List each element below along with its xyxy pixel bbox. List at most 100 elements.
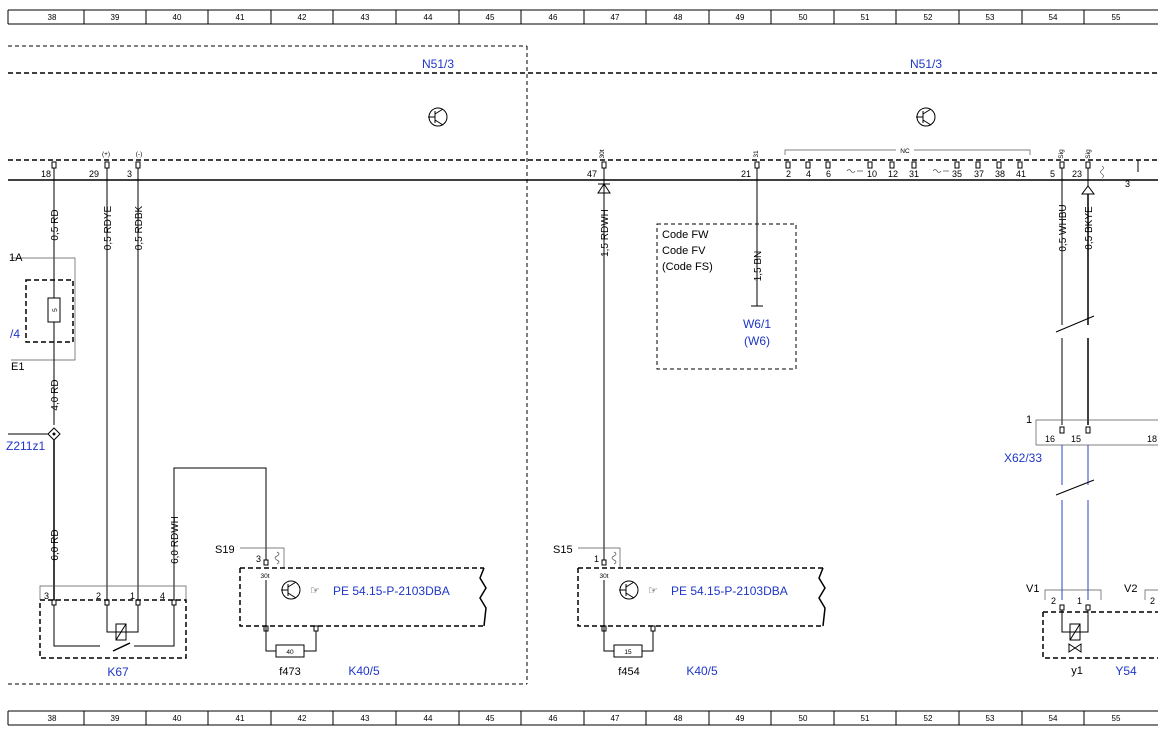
connector-x62-33-label[interactable]: X62/33: [1004, 451, 1042, 465]
wire-4-0-rd: 4,0 RD: [50, 379, 61, 410]
ground-w6[interactable]: (W6): [744, 334, 770, 348]
ruler-43: 43: [361, 13, 370, 22]
transistor-icon: [916, 107, 936, 127]
ruler-52: 52: [924, 13, 933, 22]
fuse-f454-label: f454: [618, 666, 639, 678]
valve-coil-icon: [1069, 623, 1081, 641]
x62-pin-18: 18: [1147, 434, 1157, 444]
nc-label: NC: [900, 148, 910, 155]
v1-pin-1: 1: [1077, 596, 1082, 606]
ruler-50: 50: [799, 714, 808, 723]
k40-5-left[interactable]: K40/5: [348, 664, 380, 678]
ruler-44: 44: [424, 714, 433, 723]
ruler-38: 38: [48, 13, 57, 22]
relay-k67: [39, 599, 187, 659]
fuse-40-label: 40: [286, 649, 294, 656]
ruler-53: 53: [986, 714, 995, 723]
pe-ref-left[interactable]: PE 54.15-P-2103DBA: [333, 584, 450, 598]
wire-6-0-rdwh: 6,0 RDWH: [170, 516, 181, 564]
ruler-49: 49: [736, 714, 745, 723]
ruler-50: 50: [799, 13, 808, 22]
transistor-icon: [619, 580, 639, 600]
pin-35: 35: [952, 169, 962, 179]
relay-k67-label[interactable]: K67: [107, 665, 129, 679]
valve-icon: [1068, 643, 1082, 653]
cut-mark: [1055, 479, 1095, 496]
k67-pin-4: 4: [160, 591, 165, 601]
pin-2: 2: [786, 169, 791, 179]
fuse-e1-label: E1: [11, 361, 24, 373]
v2-label: V2: [1124, 583, 1137, 595]
squiggle-icon: [1100, 165, 1104, 179]
pin-3-right: 3: [1125, 179, 1130, 189]
s15-pin-1: 1: [594, 554, 599, 564]
spring-icon: [274, 551, 280, 565]
ruler-38: 38: [48, 714, 57, 723]
y1-label: y1: [1071, 665, 1083, 677]
n51-label-right[interactable]: N51/3: [910, 57, 942, 71]
wire-6-0-rd: 6,0 RD: [50, 529, 61, 560]
pin-23: 23: [1072, 169, 1082, 179]
code-fs: (Code FS): [662, 261, 713, 273]
ruler-48: 48: [674, 13, 683, 22]
v1-label: V1: [1026, 583, 1039, 595]
k67-pin-1: 1: [130, 591, 135, 601]
fuse-block: [25, 279, 74, 343]
k67-pin-3: 3: [44, 591, 49, 601]
ruler-47: 47: [611, 714, 620, 723]
ruler-45: 45: [486, 714, 495, 723]
pin-30t-label: 30t: [599, 149, 606, 158]
pin-3: 3: [127, 169, 132, 179]
pin-37: 37: [974, 169, 984, 179]
wire-0-5-bkye: 0,5 BKYE: [1084, 206, 1095, 250]
wire-0-5-rdbk: 0,5 RDBK: [134, 205, 145, 250]
ground-w6-1[interactable]: W6/1: [743, 317, 771, 331]
v1-pin-2: 2: [1051, 596, 1056, 606]
code-fv: Code FV: [662, 245, 706, 257]
ruler-39: 39: [111, 13, 120, 22]
pin-31: 31: [909, 169, 919, 179]
ruler-47: 47: [611, 13, 620, 22]
pin-47: 47: [587, 169, 597, 179]
fuse-1a-label: 1A: [9, 252, 23, 264]
ruler-39: 39: [111, 714, 120, 723]
ruler-42: 42: [298, 714, 307, 723]
x62-pin-15: 15: [1071, 434, 1081, 444]
fuse-5-label: 5: [52, 308, 59, 312]
ruler-55: 55: [1112, 13, 1121, 22]
ruler-42: 42: [298, 13, 307, 22]
ruler-54: 54: [1049, 13, 1058, 22]
fuse-ref-label[interactable]: /4: [10, 327, 20, 341]
wire-0-5-rd: 0,5 RD: [50, 209, 61, 240]
pe-ref-right[interactable]: PE 54.15-P-2103DBA: [671, 584, 788, 598]
code-box: [656, 223, 797, 370]
bottom-ruler: 38 39 40 41 42 43 44 45 46 47 48 49 50 5…: [7, 710, 1158, 726]
pin-38: 38: [995, 169, 1005, 179]
ruler-49: 49: [736, 13, 745, 22]
v2-pin-2: 2: [1150, 596, 1155, 606]
top-ruler: 38 39 40 41 42 43 44 45 46 47 48 49 50 5…: [7, 9, 1158, 25]
transistor-icon: [281, 580, 301, 600]
ruler-46: 46: [549, 714, 558, 723]
ruler-46: 46: [549, 13, 558, 22]
connector-pins: [51, 161, 1091, 169]
transistor-icon: [428, 107, 448, 127]
valve-y54-label[interactable]: Y54: [1115, 664, 1137, 678]
pin-minus: (-): [136, 151, 143, 158]
splice-z211z1[interactable]: Z211z1: [6, 439, 45, 453]
wave-icon: [846, 169, 863, 173]
hand-pointer-icon: ☞: [648, 585, 658, 597]
switch-s19-label: S19: [215, 544, 235, 556]
x62-num: 1: [1026, 414, 1032, 426]
s19-30t: 30t: [260, 573, 269, 580]
ruler-51: 51: [861, 13, 870, 22]
ruler-40: 40: [173, 13, 182, 22]
n51-label-left[interactable]: N51/3: [422, 57, 454, 71]
ruler-52: 52: [924, 714, 933, 723]
ruler-41: 41: [236, 13, 245, 22]
n51-module-boundary: [8, 45, 1158, 685]
cut-mark: [1055, 315, 1095, 333]
k40-5-right[interactable]: K40/5: [686, 664, 718, 678]
wire-0-5-rdye: 0,5 RDYE: [103, 205, 114, 250]
ruler-44: 44: [424, 13, 433, 22]
